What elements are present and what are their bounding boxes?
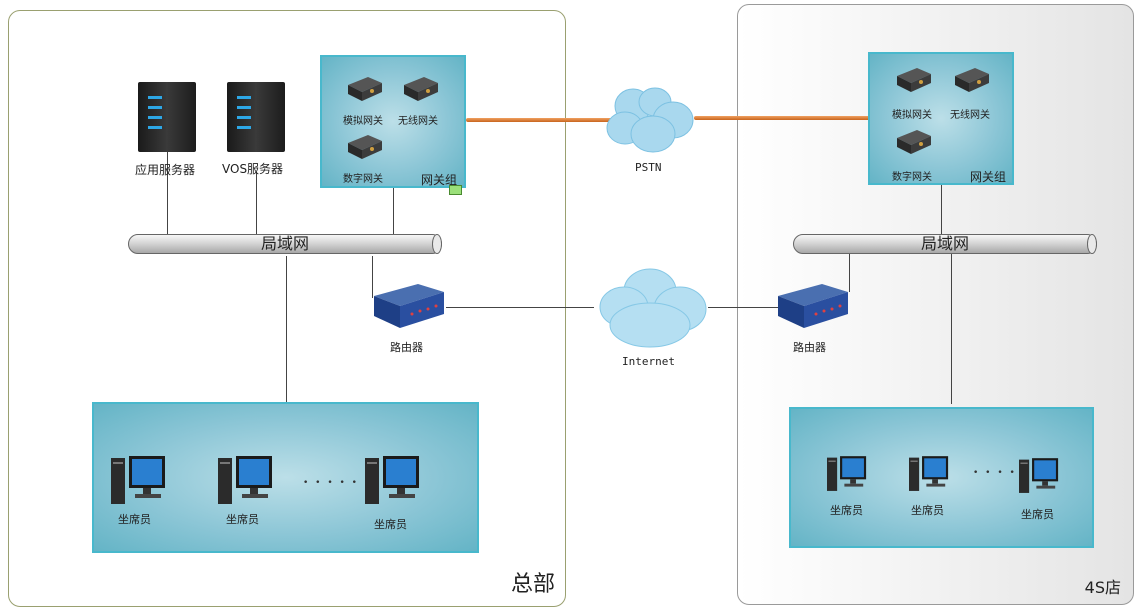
headquarters-title: 总部 (510, 572, 555, 597)
vos-server-label: VOS服务器 (222, 162, 284, 176)
connector-line (256, 172, 257, 234)
connector-line (167, 150, 168, 234)
cloud-icon (599, 268, 707, 348)
gateway-icon (897, 130, 931, 154)
desktop-pc-icon (365, 456, 419, 504)
connector-line (286, 256, 287, 404)
store-lan-bus: 局域网 (793, 234, 1097, 254)
desktop-pc-icon (111, 456, 165, 504)
ellipsis-dots: • • • • • (973, 468, 1029, 478)
hq-agents-box: 坐席员 坐席员 • • • • • • 坐席员 (92, 402, 479, 553)
desktop-pc-icon (827, 456, 867, 491)
pstn-label: PSTN (635, 161, 662, 174)
router-label: 路由器 (793, 341, 826, 354)
connector-line (951, 252, 952, 404)
connector-line (849, 252, 850, 292)
gateway-icon (404, 77, 438, 101)
agent-label: 坐席员 (911, 504, 944, 517)
connector-line (393, 188, 394, 234)
gateway-icon (348, 77, 382, 101)
connector-line (372, 256, 373, 298)
gateway-icon (897, 68, 931, 92)
cloud-icon (606, 87, 694, 153)
gateway-icon (955, 68, 989, 92)
agent-label: 坐席员 (374, 518, 407, 531)
internet-label: Internet (622, 355, 675, 368)
connector-line (708, 307, 778, 308)
selection-handle (449, 185, 462, 195)
hq-gateway-group: 模拟网关 无线网关 数字网关 网关组 (320, 55, 466, 188)
analog-gateway-label: 模拟网关 (892, 110, 932, 121)
server-icon (138, 82, 196, 152)
wireless-gateway-label: 无线网关 (398, 116, 438, 127)
router-icon (778, 284, 848, 328)
pstn-link-store (694, 116, 870, 120)
store-title: 4S店 (1084, 578, 1121, 597)
desktop-pc-icon (218, 456, 272, 504)
lan-label: 局域网 (260, 234, 309, 253)
lan-label: 局域网 (920, 234, 969, 253)
agent-label: 坐席员 (1021, 508, 1054, 521)
agent-label: 坐席员 (118, 513, 151, 526)
router-icon (374, 284, 444, 328)
desktop-pc-icon (1019, 458, 1059, 493)
analog-gateway-label: 模拟网关 (343, 116, 383, 127)
wireless-gateway-label: 无线网关 (950, 110, 990, 121)
connector-line (941, 184, 942, 234)
desktop-pc-icon (909, 456, 949, 491)
digital-gateway-label: 数字网关 (343, 174, 383, 185)
hq-lan-bus: 局域网 (128, 234, 442, 254)
server-icon (227, 82, 285, 152)
agent-label: 坐席员 (226, 513, 259, 526)
router-label: 路由器 (390, 341, 423, 354)
agent-label: 坐席员 (830, 504, 863, 517)
gateway-group-label: 网关组 (970, 170, 1007, 184)
digital-gateway-label: 数字网关 (892, 172, 932, 183)
app-server-label: 应用服务器 (135, 163, 196, 177)
connector-line (446, 307, 594, 308)
gateway-group-label: 网关组 (421, 173, 458, 187)
pstn-link-hq (466, 118, 614, 122)
store-gateway-group: 模拟网关 无线网关 数字网关 网关组 (868, 52, 1014, 185)
ellipsis-dots: • • • • • • (303, 478, 372, 488)
gateway-icon (348, 135, 382, 159)
store-agents-box: 坐席员 坐席员 • • • • • 坐席员 (789, 407, 1094, 548)
